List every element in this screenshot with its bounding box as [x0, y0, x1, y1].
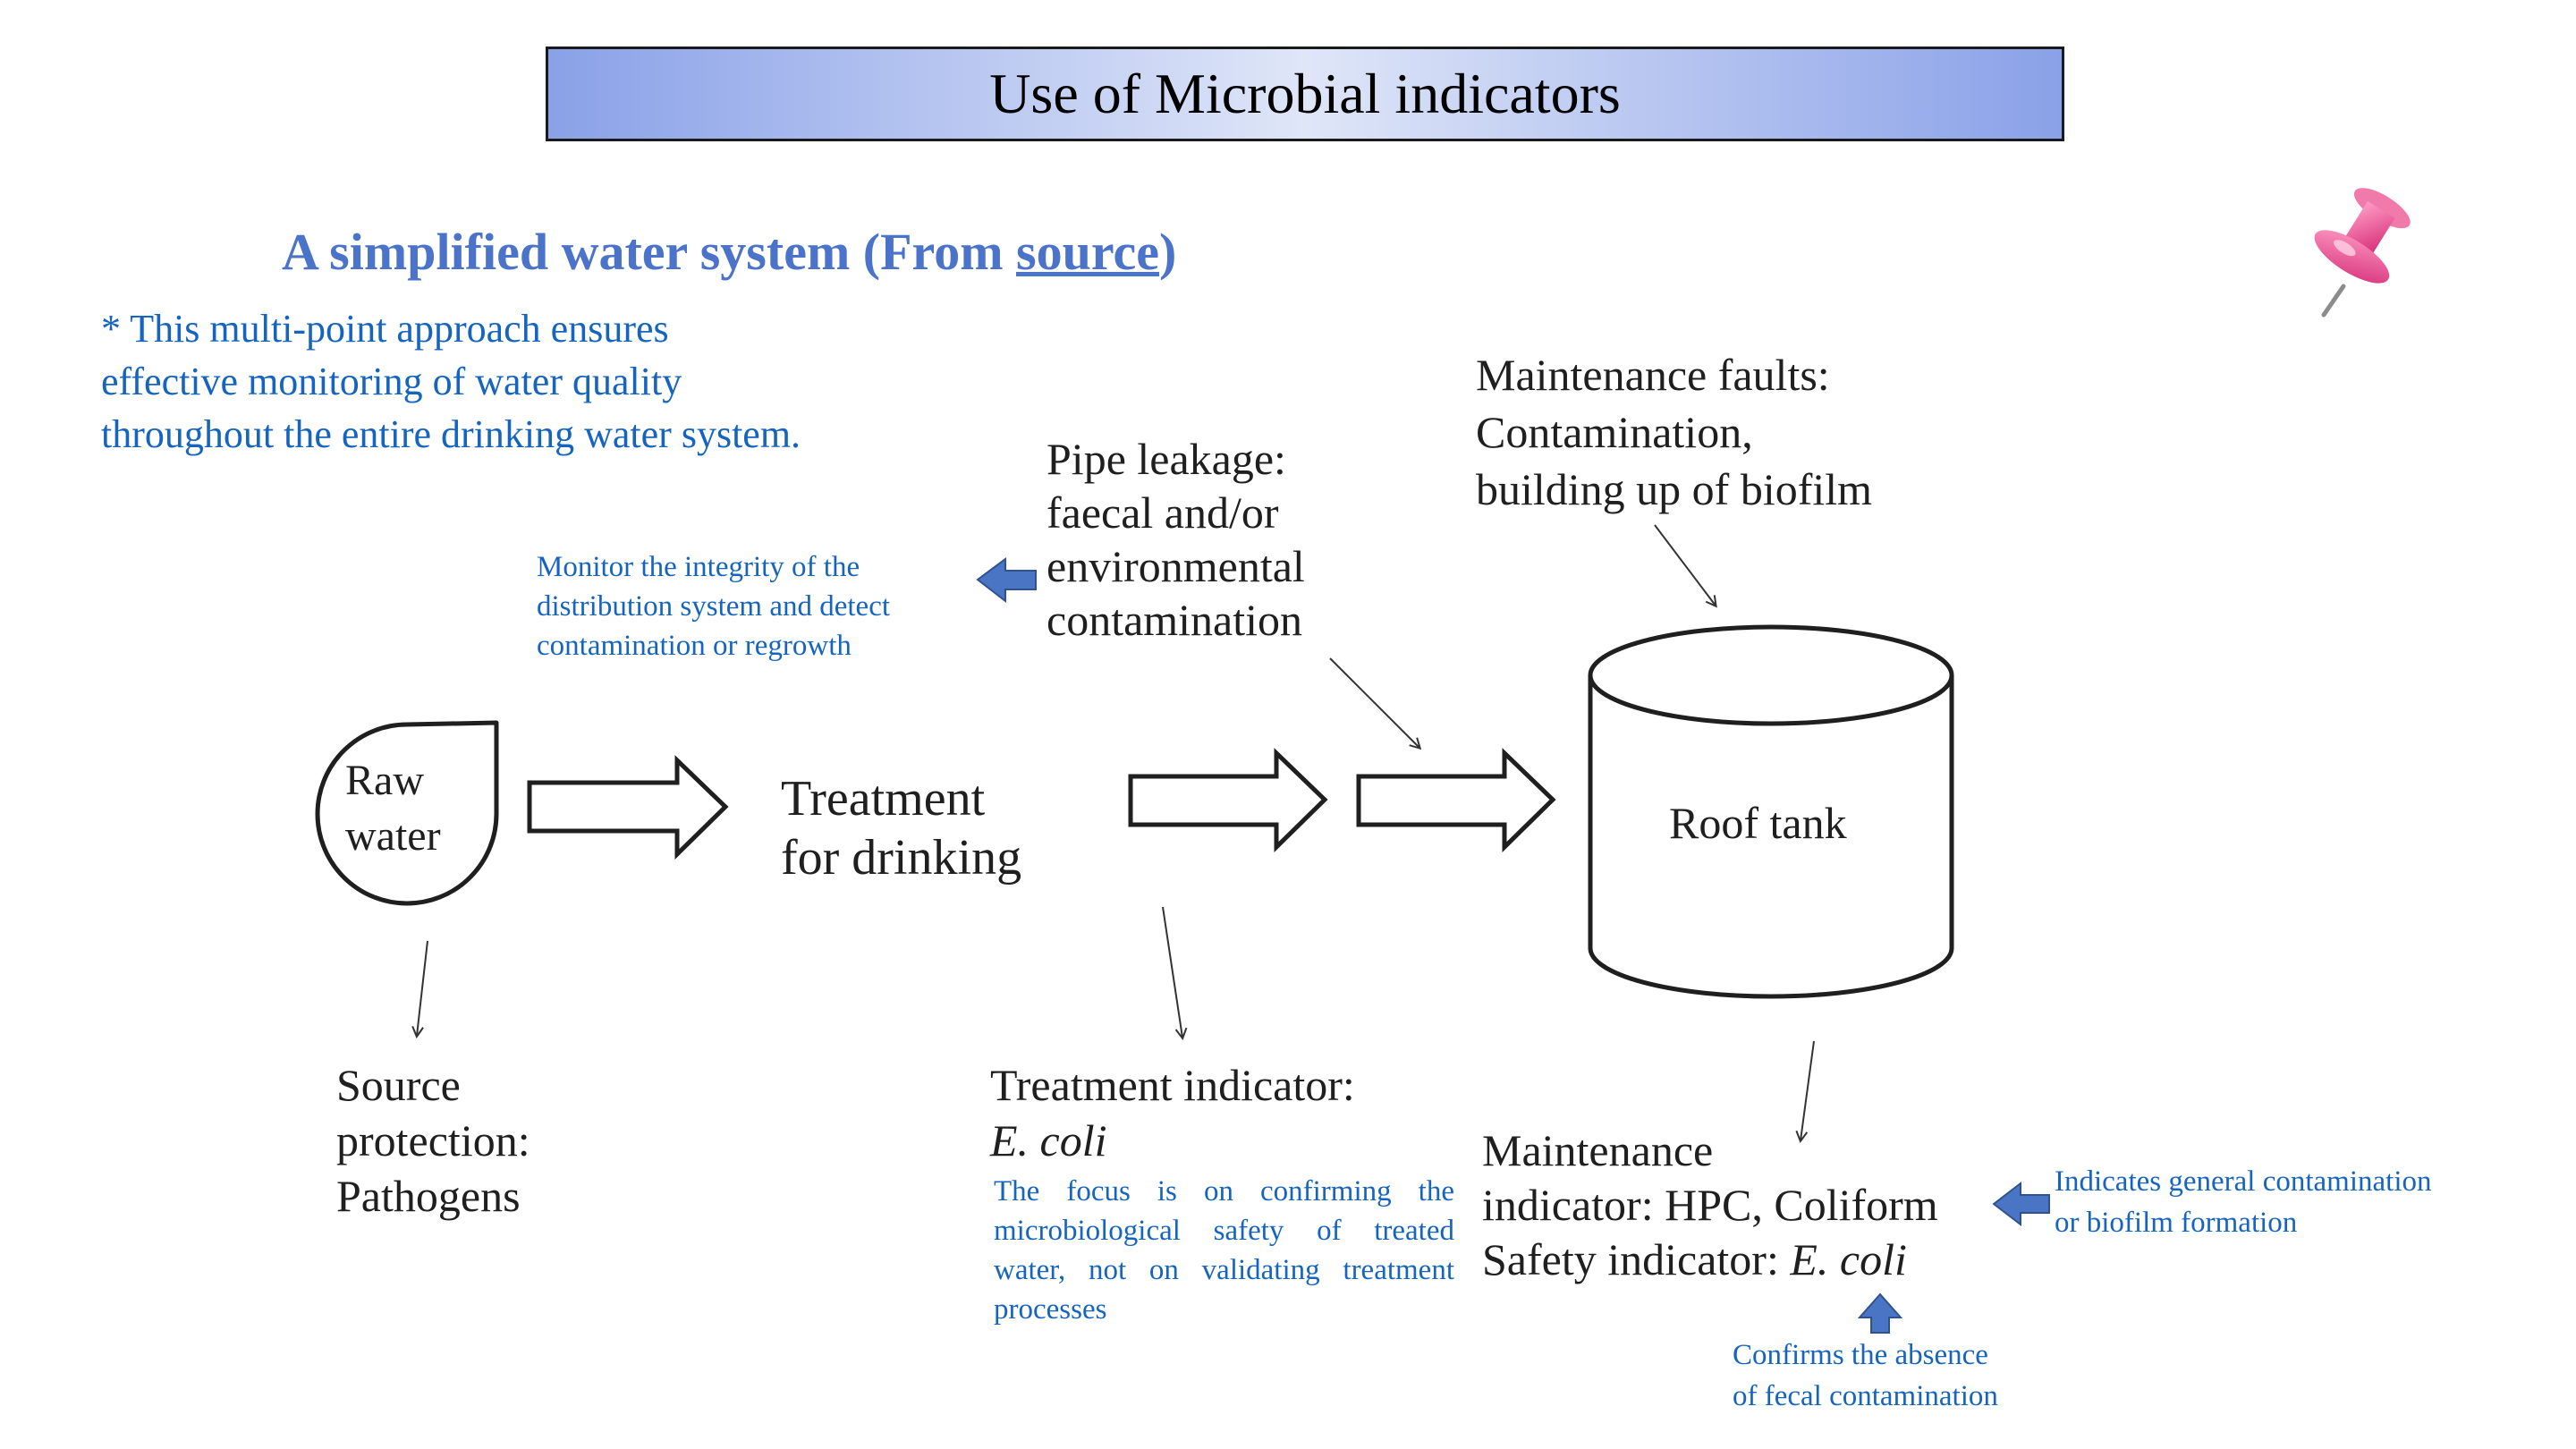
- label-line: Maintenance: [1482, 1125, 1714, 1175]
- label-line: Treatment indicator:: [990, 1060, 1355, 1110]
- label-line: contamination: [1046, 595, 1303, 645]
- label-line-italic: E. coli: [990, 1115, 1107, 1165]
- distribution-monitor-note: Monitor the integrity of the distributio…: [537, 547, 890, 665]
- intro-note-line: * This multi-point approach ensures: [101, 307, 669, 351]
- intro-note-line: effective monitoring of water quality: [101, 360, 682, 403]
- note-line: of fecal contamination: [1733, 1380, 1998, 1412]
- label-line: Source: [336, 1060, 461, 1110]
- label-line: Contamination,: [1476, 407, 1753, 457]
- maintenance-faults-label: Maintenance faults: Contamination, build…: [1476, 346, 1872, 518]
- heading-suffix: ): [1159, 223, 1177, 281]
- roof-tank-shape: [1588, 624, 1954, 999]
- heading-prefix: A simplified water system (From: [282, 223, 1017, 281]
- blue-block-arrow-icon: [1857, 1292, 1903, 1334]
- label-line: faecal and/or: [1046, 487, 1279, 538]
- label-text-italic: E. coli: [1790, 1234, 1907, 1284]
- slide-title: Use of Microbial indicators: [989, 62, 1621, 125]
- blue-block-arrow-icon: [976, 557, 1037, 604]
- flow-arrow-2: [1128, 748, 1328, 852]
- note-line: distribution system and detect: [537, 590, 891, 623]
- label-line: Pipe leakage:: [1046, 434, 1286, 484]
- note-line: contamination or regrowth: [537, 630, 852, 662]
- label-line: Pathogens: [336, 1171, 521, 1221]
- label-line: building up of biofilm: [1476, 464, 1873, 514]
- label-line: Safety indicator: E. coli: [1482, 1233, 1938, 1287]
- blue-block-arrow-icon: [1992, 1181, 2050, 1227]
- maintenance-indicator-label: Maintenance indicator: HPC, Coliform Saf…: [1482, 1123, 1938, 1287]
- roof-tank-label: Roof tank: [1669, 798, 1847, 848]
- label-line: protection:: [336, 1115, 530, 1165]
- pointer-arrow: [1654, 524, 1716, 606]
- general-contamination-note: Indicates general contamination or biofi…: [2055, 1161, 2432, 1243]
- label-text: Safety indicator:: [1482, 1234, 1791, 1284]
- label-line: indicator: HPC, Coliform: [1482, 1180, 1938, 1230]
- label-line: for drinking: [781, 830, 1022, 886]
- intro-note-line: throughout the entire drinking water sys…: [101, 412, 801, 456]
- label-line: Raw: [345, 757, 424, 804]
- pointer-arrow: [1329, 657, 1419, 748]
- title-banner: Use of Microbial indicators: [546, 47, 2064, 141]
- pointer-arrow: [417, 940, 428, 1036]
- treatment-note: The focus is on confirming the microbiol…: [994, 1175, 1454, 1326]
- flow-arrow-1: [527, 755, 729, 860]
- raw-water-label: Raw water: [345, 753, 441, 864]
- pointer-arrow: [1801, 1040, 1815, 1140]
- intro-note: * This multi-point approach ensures effe…: [101, 302, 996, 461]
- note-line: or biofilm formation: [2055, 1207, 2298, 1239]
- treatment-label: Treatment for drinking: [781, 769, 1021, 887]
- label-line: water: [345, 812, 441, 860]
- label-line: Treatment: [781, 771, 986, 826]
- pushpin-icon: [2314, 188, 2411, 318]
- note-line: Monitor the integrity of the: [537, 551, 860, 583]
- pipe-leakage-label: Pipe leakage: faecal and/or environmenta…: [1046, 432, 1305, 647]
- flow-arrow-3: [1356, 748, 1556, 852]
- label-line: Maintenance faults:: [1476, 350, 1830, 400]
- note-line: Indicates general contamination: [2055, 1165, 2432, 1198]
- treatment-indicator-label: Treatment indicator: E. coli: [990, 1057, 1355, 1168]
- note-line: Confirms the absence: [1733, 1339, 1988, 1371]
- section-heading: A simplified water system (From source): [282, 222, 1176, 282]
- source-link[interactable]: source: [1016, 223, 1160, 281]
- pointer-arrow: [1162, 906, 1182, 1038]
- raw-water-shape: [315, 720, 499, 906]
- source-protection-label: Source protection: Pathogens: [336, 1057, 530, 1224]
- label-line: environmental: [1046, 541, 1305, 591]
- fecal-absence-note: Confirms the absence of fecal contaminat…: [1733, 1335, 1998, 1417]
